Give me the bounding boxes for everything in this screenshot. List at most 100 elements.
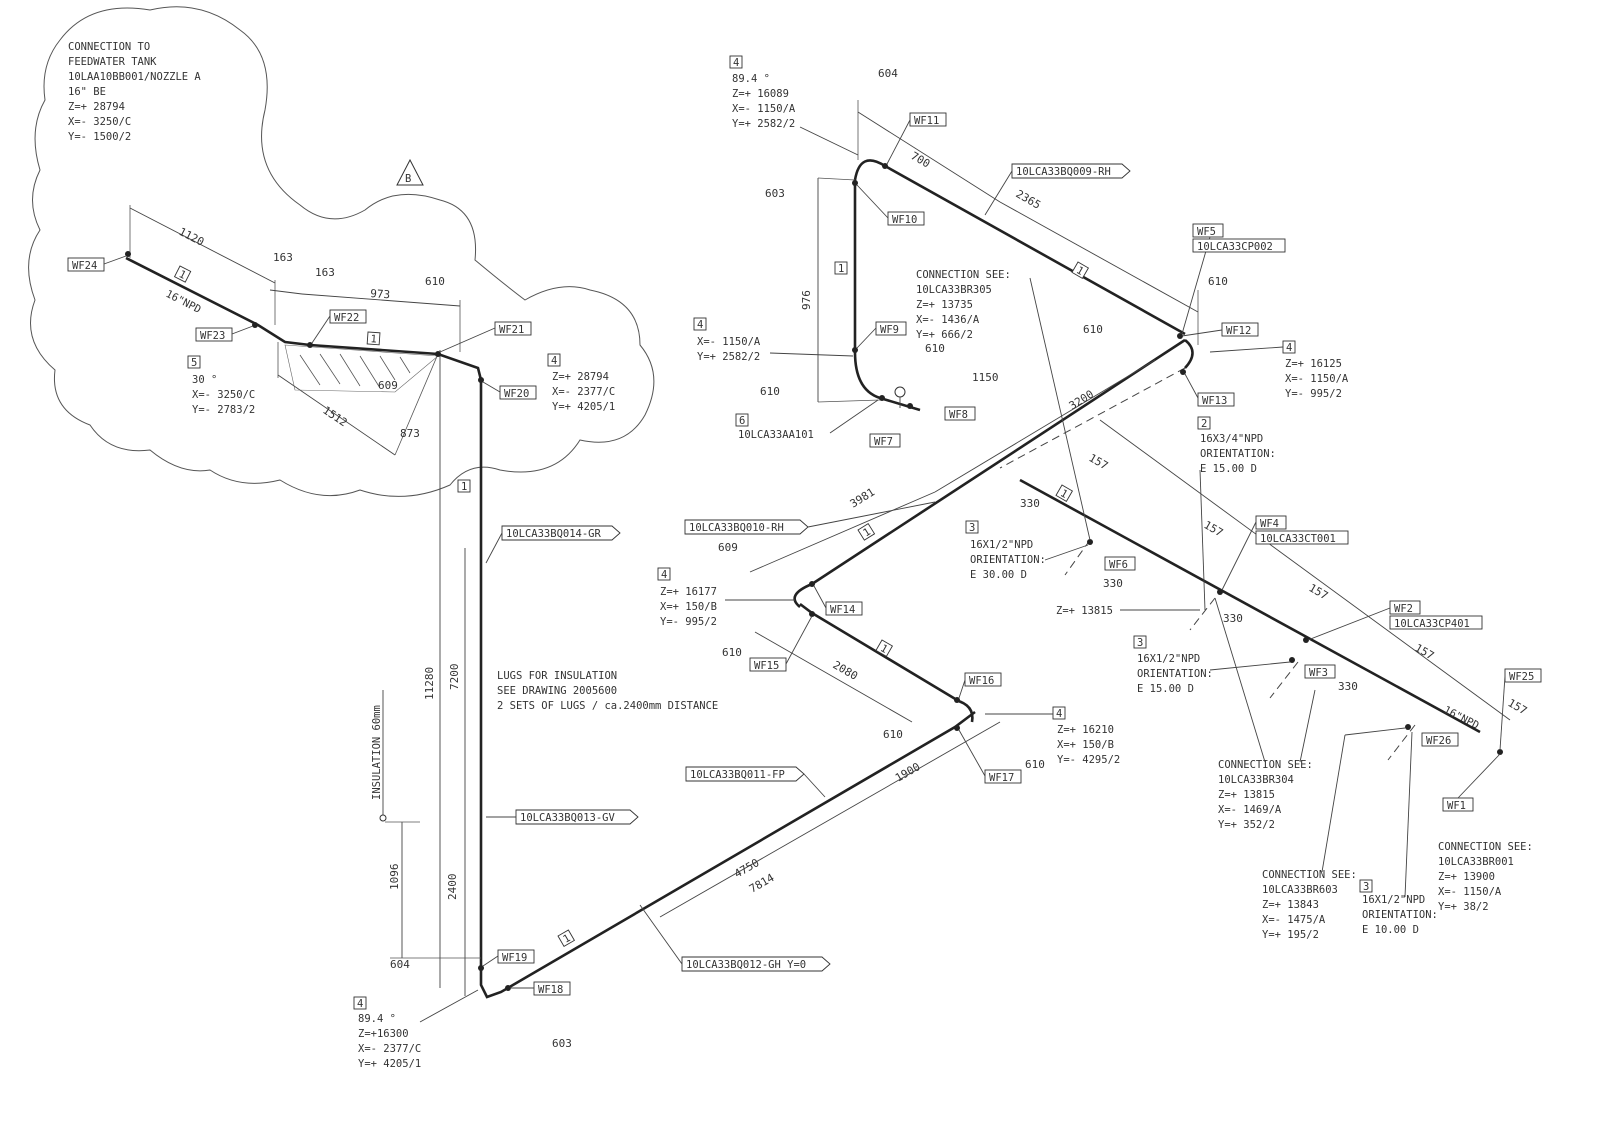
tag-bq013: 10LCA33BQ013-GV [486, 809, 639, 825]
svg-text:163: 163 [315, 266, 335, 279]
svg-text:700: 700 [909, 149, 933, 170]
weld-wf20: WF20 [478, 377, 537, 400]
svg-text:1512: 1512 [320, 404, 349, 430]
notes: CONNECTION TO FEEDWATER TANK 10LAA10BB00… [68, 41, 1533, 1070]
svg-text:1: 1 [461, 481, 467, 493]
tag-bq009: 10LCA33BQ009-RH [984, 163, 1131, 216]
svg-text:3: 3 [969, 522, 975, 534]
note-number-boxes: 5 4 4 4 4 4 4 4 6 2 3 3 3 [187, 55, 1373, 1010]
svg-text:10LCA33BQ014-GR: 10LCA33BQ014-GR [506, 528, 602, 540]
svg-text:2: 2 [1201, 418, 1207, 430]
svg-text:1900: 1900 [893, 760, 922, 785]
svg-text:609: 609 [378, 379, 398, 392]
svg-text:330: 330 [1103, 577, 1123, 590]
weld-wf15: WF15 [749, 611, 815, 672]
svg-text:11280: 11280 [423, 667, 436, 700]
svg-text:610: 610 [925, 342, 945, 355]
svg-text:610: 610 [425, 275, 445, 288]
tag-cp401: 10LCA33CP401 [1389, 615, 1483, 630]
svg-text:330: 330 [1338, 680, 1358, 693]
svg-text:WF12: WF12 [1226, 325, 1251, 337]
note-connection-br603: CONNECTION SEE: 10LCA33BR603 Z=+ 13843 X… [1262, 869, 1363, 941]
svg-text:WF18: WF18 [538, 984, 563, 996]
svg-text:WF25: WF25 [1509, 671, 1534, 683]
weld-wf18: WF18 [505, 981, 571, 996]
tag-flags: 10LCA33BQ009-RH 10LCA33CP002 10LCA33BQ01… [485, 163, 1483, 972]
revision-triangle: B [396, 158, 424, 186]
svg-text:7200: 7200 [448, 664, 461, 691]
weld-wf10: WF10 [852, 180, 925, 226]
svg-text:604: 604 [390, 958, 410, 971]
note-4-bottom: 89.4 ° Z=+16300 X=- 2377/C Y=+ 4205/1 [358, 1013, 428, 1070]
svg-text:10LCA33BQ013-GV: 10LCA33BQ013-GV [520, 812, 616, 824]
note-4-wf17: Z=+ 16210 X=+ 150/B Y=- 4295/2 [1057, 724, 1120, 766]
svg-text:WF7: WF7 [874, 436, 893, 448]
svg-text:4: 4 [697, 319, 703, 331]
svg-text:1: 1 [1074, 264, 1085, 278]
tag-bq014: 10LCA33BQ014-GR [485, 525, 621, 564]
pipe-bend-wf14 [793, 582, 813, 609]
svg-text:610: 610 [1208, 275, 1228, 288]
svg-text:610: 610 [883, 728, 903, 741]
svg-text:WF3: WF3 [1309, 667, 1328, 679]
note-4-wf12: Z=+ 16125 X=- 1150/A Y=- 995/2 [1285, 358, 1355, 400]
svg-text:1150: 1150 [972, 371, 999, 384]
weld-wf23: WF23 [195, 322, 258, 342]
weld-wf25: WF25 [1504, 668, 1542, 683]
svg-text:163: 163 [273, 251, 293, 264]
weld-wf24: WF24 [67, 251, 131, 272]
svg-text:WF13: WF13 [1202, 395, 1227, 407]
svg-text:4: 4 [551, 355, 557, 367]
pipe-bend-wf16 [954, 698, 974, 723]
svg-text:WF26: WF26 [1426, 735, 1451, 747]
note-3-wf6: 16X1/2"NPD ORIENTATION: E 30.00 D [970, 539, 1052, 581]
weld-wf2: WF2 [1303, 600, 1421, 643]
svg-text:1: 1 [177, 268, 188, 282]
svg-text:973: 973 [370, 287, 391, 301]
svg-text:4: 4 [1056, 708, 1062, 720]
svg-text:157: 157 [1202, 518, 1226, 539]
svg-text:4: 4 [1286, 342, 1292, 354]
svg-text:WF2: WF2 [1394, 603, 1413, 615]
note-4-wf14: Z=+ 16177 X=+ 150/B Y=- 995/2 [660, 586, 723, 628]
weld-wf21: WF21 [435, 321, 532, 357]
svg-text:157: 157 [1506, 696, 1530, 717]
svg-text:157: 157 [1087, 451, 1111, 472]
svg-text:10LCA33BQ011-FP: 10LCA33BQ011-FP [690, 769, 785, 781]
svg-text:4: 4 [357, 998, 363, 1010]
tag-cp002: 10LCA33CP002 [1192, 238, 1286, 253]
svg-text:10LCA33CT001: 10LCA33CT001 [1260, 533, 1336, 545]
note-3-wf3: 16X1/2"NPD ORIENTATION: E 15.00 D [1137, 653, 1219, 695]
svg-text:157: 157 [1413, 641, 1437, 662]
note-z13815: Z=+ 13815 [1056, 605, 1113, 617]
svg-text:WF14: WF14 [830, 604, 855, 616]
pipe-riser-right [884, 164, 1186, 336]
svg-text:4: 4 [661, 569, 667, 581]
weld-wf8: WF8 [907, 403, 976, 421]
pipe-upper-left [125, 256, 976, 999]
svg-text:6: 6 [739, 415, 745, 427]
pipe-bend-wf9 [853, 351, 881, 400]
svg-text:610: 610 [1025, 758, 1045, 771]
note-feedwater: CONNECTION TO FEEDWATER TANK 10LAA10BB00… [68, 41, 207, 143]
svg-text:7814: 7814 [747, 871, 777, 896]
svg-text:WF22: WF22 [334, 312, 359, 324]
svg-text:2400: 2400 [446, 874, 459, 901]
svg-text:157: 157 [1307, 581, 1331, 602]
svg-text:1: 1 [1058, 487, 1069, 501]
weld-wf7: WF7 [869, 395, 901, 448]
weld-wf4: WF4 [1217, 515, 1287, 595]
weld-wf19: WF19 [478, 949, 535, 971]
weld-wf3: WF3 [1289, 657, 1336, 679]
note-16npd-a: 16"NPD [164, 288, 203, 316]
weld-wf1: WF1 [1442, 749, 1503, 812]
pipe-bend-wf10 [853, 159, 886, 181]
svg-text:604: 604 [878, 67, 898, 80]
weld-wf11: WF11 [882, 112, 947, 169]
support-hatch [284, 344, 439, 393]
svg-text:1: 1 [838, 263, 844, 275]
tag-bq012: 10LCA33BQ012-GH Y=0 [639, 904, 831, 972]
revision-cloud [28, 6, 655, 497]
revision-mark: B [405, 173, 411, 185]
svg-text:WF17: WF17 [989, 772, 1014, 784]
